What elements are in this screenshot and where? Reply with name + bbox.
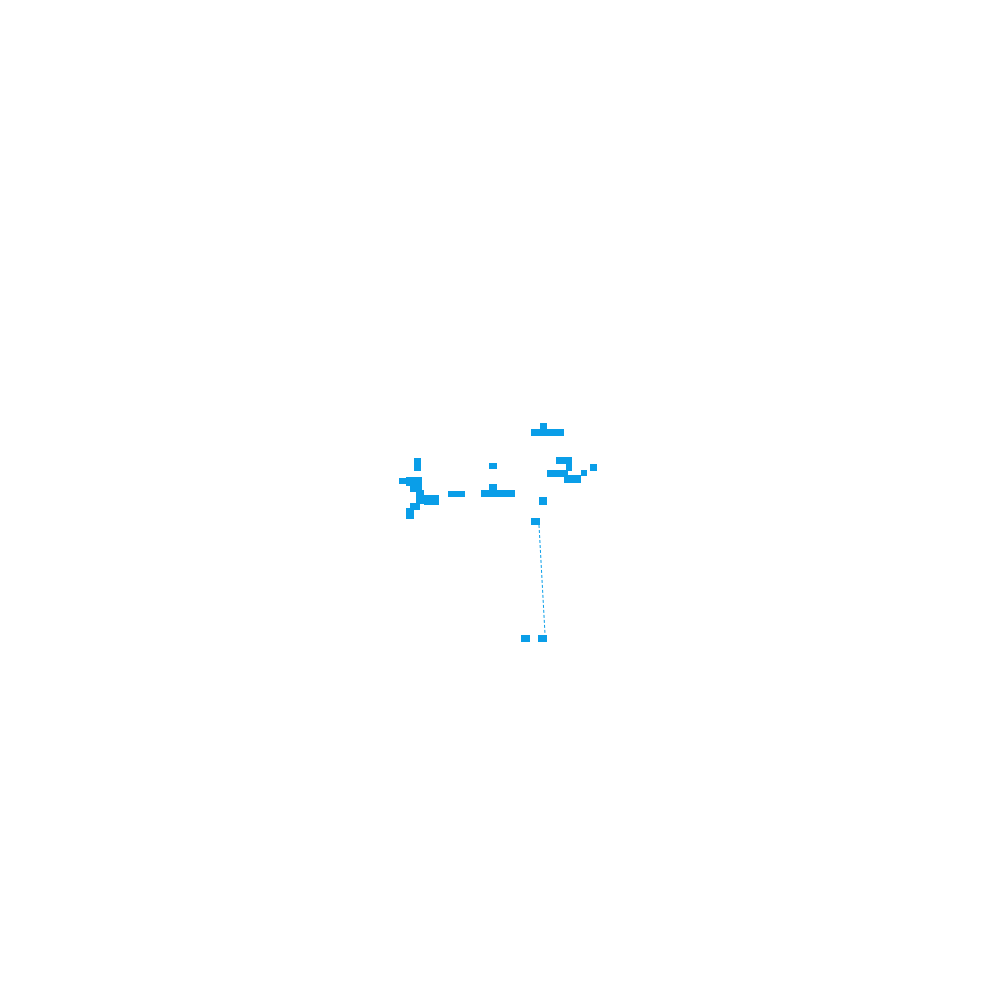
stem-line xyxy=(538,524,546,635)
pixel-block-3 xyxy=(399,478,406,484)
pixel-block-20 xyxy=(539,497,547,505)
pixel-block-5 xyxy=(410,484,422,492)
pixel-cluster-icon xyxy=(399,423,597,642)
pixel-block-15 xyxy=(566,463,572,471)
pixel-block-23 xyxy=(538,635,547,642)
pixel-block-0 xyxy=(540,423,547,429)
pixel-block-13 xyxy=(481,490,515,497)
pixel-block-8 xyxy=(410,503,420,510)
pixel-block-18 xyxy=(581,470,587,476)
pixel-block-22 xyxy=(521,635,530,642)
pixel-block-1 xyxy=(531,429,564,436)
pixel-block-14 xyxy=(556,457,572,464)
pixel-block-12 xyxy=(489,484,497,492)
pixel-block-7 xyxy=(424,495,439,505)
pixel-block-4 xyxy=(406,477,422,486)
pixel-block-2 xyxy=(414,458,421,471)
pixel-block-21 xyxy=(531,518,540,525)
pixel-block-10 xyxy=(448,491,465,497)
pixel-block-6 xyxy=(416,490,424,504)
pixel-block-19 xyxy=(590,464,597,471)
pixel-block-16 xyxy=(547,470,568,477)
pixel-block-9 xyxy=(406,508,414,519)
pixel-block-11 xyxy=(489,463,497,469)
pixel-block-17 xyxy=(564,475,581,483)
